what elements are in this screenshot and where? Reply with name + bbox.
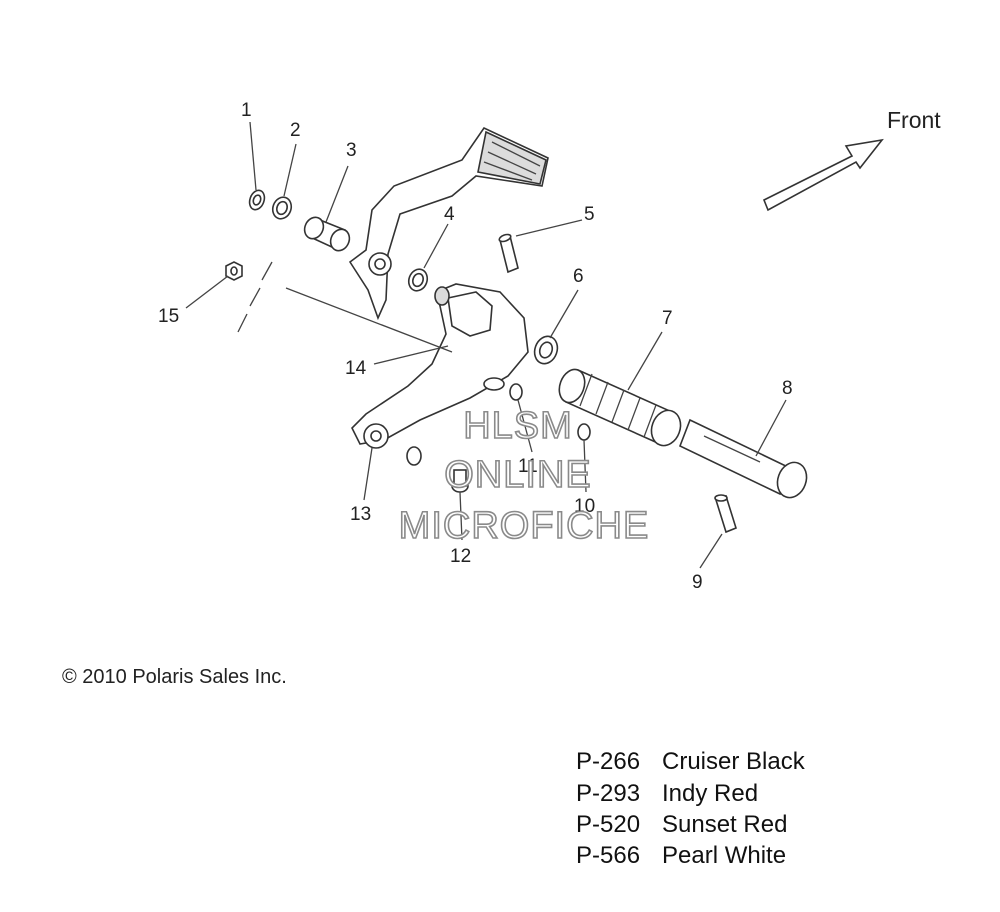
copyright-text: © 2010 Polaris Sales Inc. xyxy=(62,666,287,688)
part-15-nut[interactable] xyxy=(225,261,243,281)
callout-11: 11 xyxy=(518,456,538,477)
part-4-washer[interactable] xyxy=(406,267,430,294)
paint-name: Pearl White xyxy=(662,842,786,869)
part-12-bolt[interactable] xyxy=(451,469,469,493)
axis-line xyxy=(237,313,248,333)
paint-code: P-293 xyxy=(576,780,640,807)
paint-name: Sunset Red xyxy=(662,811,787,838)
callout-7: 7 xyxy=(662,308,673,329)
leader-lines xyxy=(185,121,787,569)
axis-line xyxy=(261,261,273,281)
callout-5: 5 xyxy=(584,204,595,225)
front-arrow-icon xyxy=(762,138,884,212)
callout-13: 13 xyxy=(350,504,371,525)
callout-12: 12 xyxy=(450,546,471,567)
paint-code-list: P-266 Cruiser Black P-293 Indy Red P-520… xyxy=(576,748,806,869)
callout-1: 1 xyxy=(241,100,252,121)
paint-name: Indy Red xyxy=(662,780,758,807)
part-13-washer[interactable] xyxy=(406,446,422,466)
watermark-line-1: HLSM xyxy=(463,405,573,447)
callout-10: 10 xyxy=(574,496,595,517)
part-7-footpeg-rubber[interactable] xyxy=(555,366,685,450)
part-6-washer[interactable] xyxy=(531,333,561,367)
callout-15: 15 xyxy=(158,306,179,327)
part-1-washer[interactable] xyxy=(247,188,267,212)
part-10-washer[interactable] xyxy=(577,423,591,441)
paint-name: Cruiser Black xyxy=(662,748,806,775)
watermark-line-2: ONLINE xyxy=(444,454,591,496)
part-5-pin[interactable] xyxy=(498,233,519,274)
callout-14: 14 xyxy=(345,358,367,379)
callout-4: 4 xyxy=(444,204,455,225)
axis-line xyxy=(249,287,261,307)
front-label: Front xyxy=(887,107,941,133)
callout-6: 6 xyxy=(573,266,584,287)
callout-2: 2 xyxy=(290,120,301,141)
footpeg-bracket[interactable] xyxy=(351,283,529,449)
part-11-washer[interactable] xyxy=(509,383,523,401)
part-2-washer[interactable] xyxy=(270,195,294,222)
part-9-pin[interactable] xyxy=(714,494,737,534)
callout-9: 9 xyxy=(692,572,703,593)
paint-code: P-566 xyxy=(576,842,640,869)
part-3-bushing[interactable] xyxy=(301,214,353,254)
paint-code: P-520 xyxy=(576,811,640,838)
callout-3: 3 xyxy=(346,140,357,161)
part-8-pin[interactable] xyxy=(678,418,811,502)
watermark-line-3: MICROFICHE xyxy=(399,505,650,547)
brake-pedal[interactable] xyxy=(348,126,549,321)
callout-8: 8 xyxy=(782,378,793,399)
paint-code: P-266 xyxy=(576,748,640,775)
